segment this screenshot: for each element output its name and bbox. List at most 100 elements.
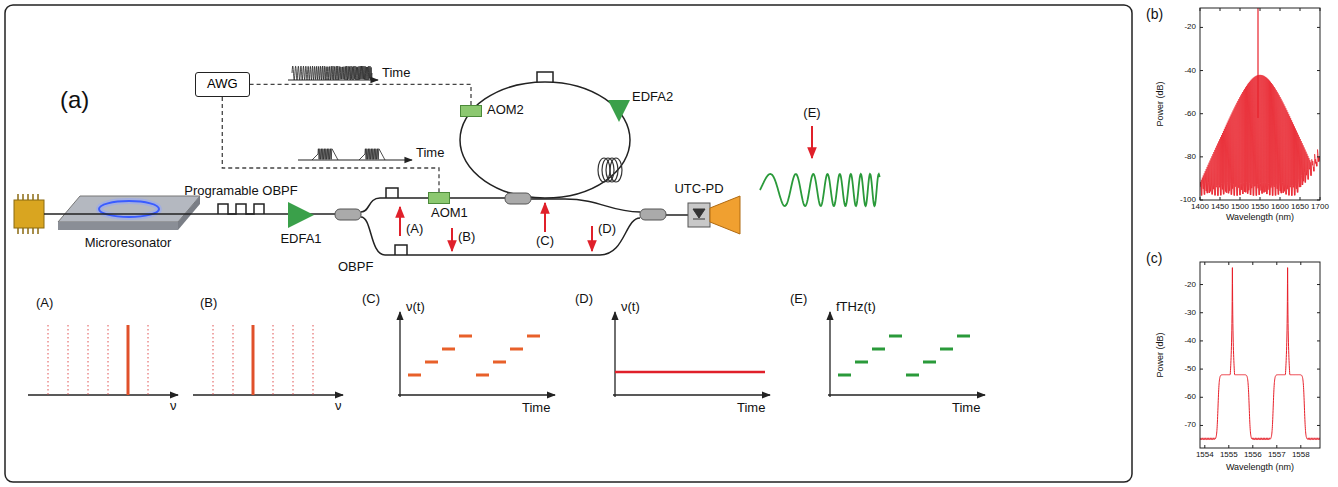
comb-lines — [213, 325, 313, 395]
optical-fiber — [44, 82, 688, 255]
tick-mark — [1300, 8, 1301, 200]
frequency-steps — [615, 371, 765, 374]
text-label: ν(t) — [406, 300, 425, 315]
rf-waveform — [312, 149, 338, 160]
text-label: 1558 — [1292, 450, 1310, 459]
text-label: -40 — [1184, 336, 1196, 345]
tick-mark — [1200, 369, 1320, 370]
probe-arrow — [811, 126, 813, 158]
tick-mark — [1200, 70, 1320, 71]
tick-mark — [1200, 312, 1320, 313]
text-label: Power (dB) — [1155, 81, 1165, 126]
spectrum-plots — [1200, 6, 1320, 448]
frequency-steps — [408, 336, 970, 375]
optical-pulse — [537, 72, 553, 82]
text-label: (C) — [362, 292, 380, 307]
tick-mark — [1200, 397, 1320, 398]
rf-waveform — [359, 149, 385, 160]
tick-mark — [1252, 262, 1253, 448]
amplifier-symbol — [288, 100, 630, 228]
laser-source — [14, 200, 44, 228]
node-label: AOM1 — [431, 206, 468, 221]
text-label: Wavelength (nm) — [1226, 212, 1294, 222]
frequency-steps — [408, 336, 540, 375]
probe-arrow — [451, 228, 453, 251]
tick-mark — [1200, 340, 1320, 341]
inset-axes — [28, 394, 178, 395]
inset-axes — [28, 312, 985, 397]
plot-frame — [1200, 8, 1320, 200]
fiber-coil — [610, 158, 622, 182]
laser-source — [14, 194, 44, 234]
text-label: (C) — [536, 234, 554, 249]
text-label: 1700 — [1311, 202, 1329, 211]
inset-axes — [613, 394, 770, 395]
node-label: AOM2 — [487, 103, 524, 118]
spectrum-trace — [1200, 75, 1320, 196]
node-label: AWG — [207, 76, 238, 91]
selected-line — [127, 325, 130, 395]
thz-wave — [760, 174, 880, 206]
tick-mark — [1276, 262, 1277, 448]
rf-waveform — [292, 66, 372, 80]
text-label: -70 — [1184, 421, 1196, 430]
text-label: Power (dB) — [1155, 332, 1165, 377]
modulator-box: AOM2 — [460, 105, 482, 117]
fiber-coupler — [335, 193, 666, 220]
photodiode-antenna — [688, 196, 740, 234]
text-label: Microresonator — [85, 236, 172, 251]
comb-lines — [48, 325, 148, 395]
text-label: 1400 — [1191, 202, 1209, 211]
fiber-coupler — [335, 209, 361, 220]
text-label: UTC-PD — [674, 182, 723, 197]
laser-source — [18, 194, 38, 234]
text-label: -20 — [1184, 23, 1196, 32]
text-label: 1550 — [1251, 202, 1269, 211]
text-label: fTHz(t) — [836, 300, 876, 315]
inset-axes — [828, 394, 985, 395]
text-label: Programable OBPF — [184, 184, 297, 199]
probe-arrow — [399, 207, 401, 236]
inset-axes — [399, 312, 400, 397]
text-label: -50 — [1184, 364, 1196, 373]
text-label: Time — [416, 146, 444, 161]
photodiode-antenna — [710, 196, 740, 234]
text-label: 1650 — [1291, 202, 1309, 211]
text-label: Time — [382, 66, 410, 81]
text-label: Time — [522, 401, 550, 416]
optical-fiber — [666, 214, 688, 216]
microresonator-chip — [178, 196, 200, 230]
tick-mark — [1240, 8, 1241, 200]
optical-pulse — [386, 188, 398, 198]
text-label: -60 — [1184, 109, 1196, 118]
tick-mark — [1200, 284, 1320, 285]
probe-arrow — [591, 226, 593, 251]
photodiode-antenna — [693, 209, 705, 219]
fiber-coupler — [505, 193, 531, 204]
text-label: 1556 — [1244, 450, 1262, 459]
generated-waves — [292, 66, 880, 206]
photodiode-antenna — [688, 203, 710, 227]
tick-mark — [1260, 8, 1261, 200]
optical-fiber — [531, 199, 640, 212]
process-box: AWG — [195, 72, 250, 97]
text-label: Wavelength (nm) — [1226, 462, 1294, 472]
tick-mark — [1200, 200, 1320, 201]
optical-fiber — [460, 82, 630, 198]
microresonator-chip — [58, 222, 178, 230]
fiber-coil — [598, 158, 622, 182]
optical-pulse — [218, 204, 264, 214]
time-axis — [288, 80, 412, 160]
text-label: Time — [952, 401, 980, 416]
text-label: (c) — [1146, 250, 1162, 266]
text-label: ν(t) — [621, 300, 640, 315]
text-label: (E) — [790, 292, 807, 307]
selected-line — [128, 325, 253, 395]
text-label: -20 — [1184, 280, 1196, 289]
optical-pulse — [218, 72, 553, 255]
tick-mark — [1200, 425, 1320, 426]
text-label: Time — [737, 401, 765, 416]
text-label: -80 — [1184, 152, 1196, 161]
text-label: (A) — [36, 296, 53, 311]
